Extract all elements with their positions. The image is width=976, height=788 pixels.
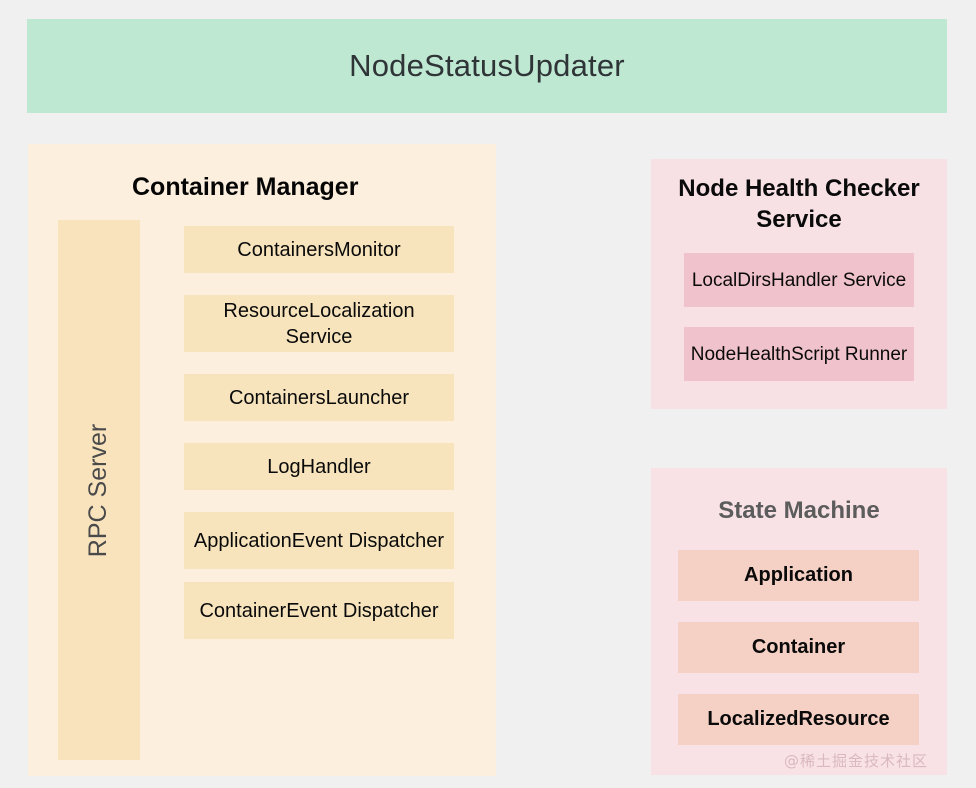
- spacer: [684, 307, 914, 327]
- cm-item-container-event-dispatcher: ContainerEvent Dispatcher: [184, 582, 454, 639]
- nh-item-local-dirs-handler-service: LocalDirsHandler Service: [684, 253, 914, 307]
- rpc-server-label: RPC Server: [84, 423, 113, 557]
- sm-item-application: Application: [678, 550, 919, 601]
- state-machine-panel: State Machine Application Container Loca…: [651, 468, 947, 775]
- cm-item-containers-launcher: ContainersLauncher: [184, 374, 454, 421]
- spacer: [678, 601, 919, 622]
- watermark: @稀土掘金技术社区: [784, 752, 929, 770]
- state-machine-item-list: Application Container LocalizedResource: [678, 550, 919, 745]
- spacer: [184, 273, 454, 295]
- header-banner: NodeStatusUpdater: [27, 19, 947, 113]
- spacer: [678, 673, 919, 694]
- container-manager-panel: Container Manager RPC Server ContainersM…: [28, 144, 496, 776]
- spacer: [184, 421, 454, 443]
- cm-item-log-handler: LogHandler: [184, 443, 454, 490]
- container-manager-title: Container Manager: [132, 173, 359, 201]
- sm-item-localized-resource: LocalizedResource: [678, 694, 919, 745]
- container-manager-item-list: ContainersMonitor ResourceLocalization S…: [184, 226, 454, 639]
- spacer: [184, 352, 454, 374]
- sm-item-container: Container: [678, 622, 919, 673]
- page-title: NodeStatusUpdater: [349, 48, 625, 83]
- cm-item-resource-localization-service: ResourceLocalization Service: [184, 295, 454, 352]
- spacer: [184, 490, 454, 512]
- nh-item-node-health-script-runner: NodeHealthScript Runner: [684, 327, 914, 381]
- state-machine-title: State Machine: [718, 497, 880, 524]
- cm-item-containers-monitor: ContainersMonitor: [184, 226, 454, 273]
- node-health-checker-panel: Node Health Checker Service LocalDirsHan…: [651, 159, 947, 409]
- node-health-checker-title: Node Health Checker Service: [678, 175, 920, 233]
- cm-item-application-event-dispatcher: ApplicationEvent Dispatcher: [184, 512, 454, 569]
- spacer: [184, 569, 454, 582]
- rpc-server-column: RPC Server: [58, 220, 140, 760]
- node-health-checker-item-list: LocalDirsHandler Service NodeHealthScrip…: [684, 253, 914, 381]
